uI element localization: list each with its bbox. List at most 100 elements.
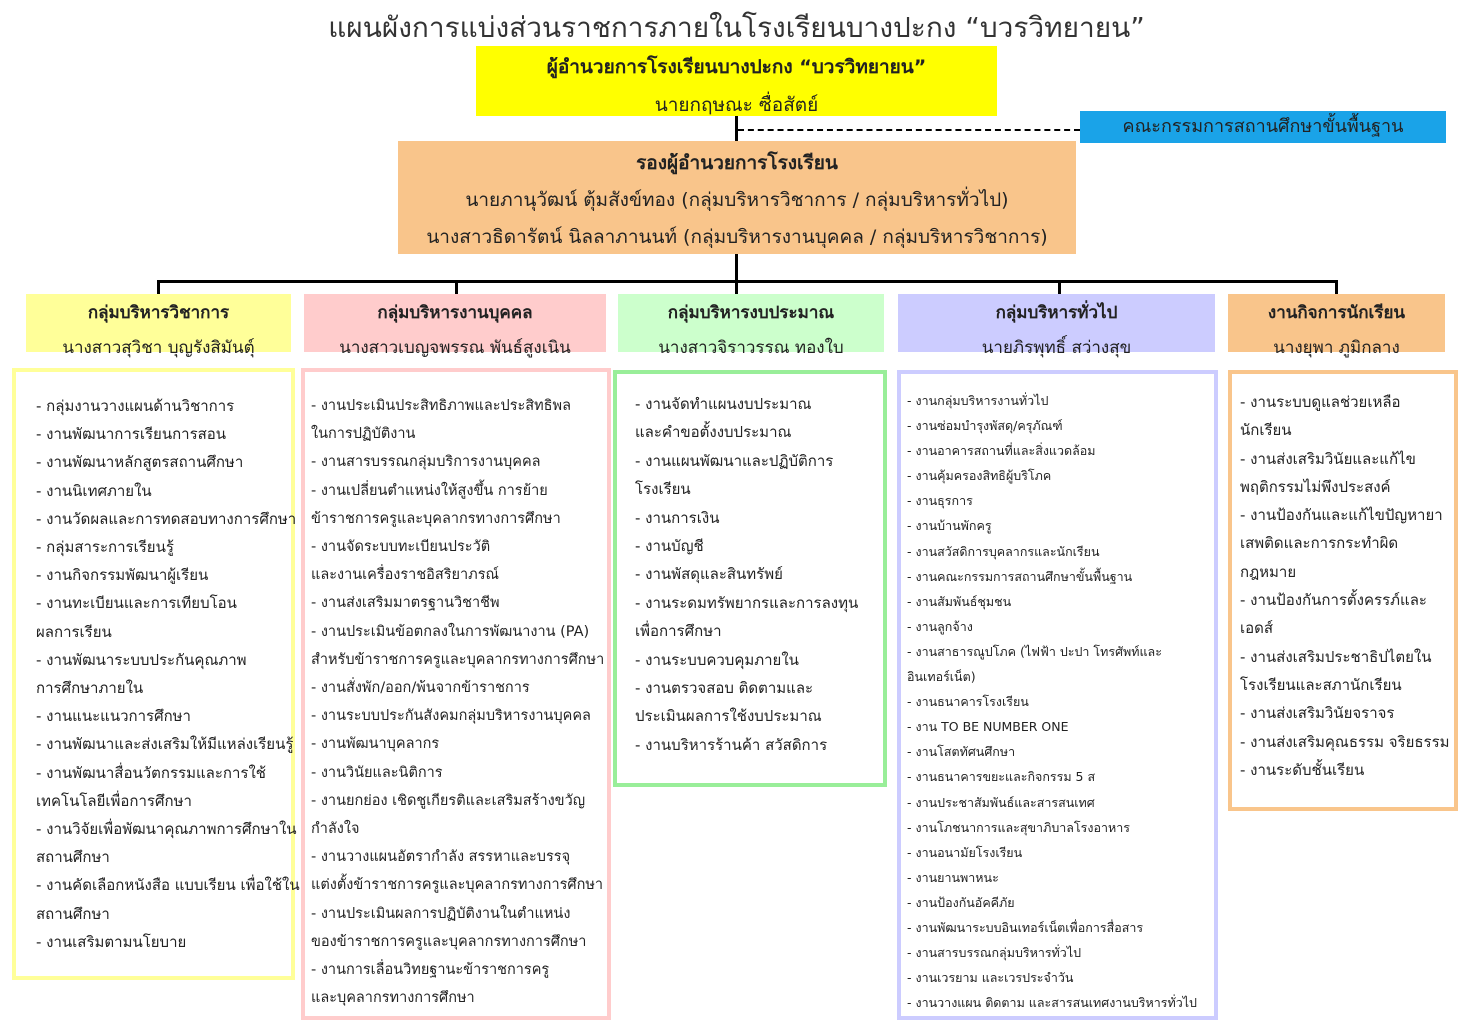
task-list-academic: - กลุ่มงานวางแผนด้านวิชาการ - งานพัฒนาการ…: [36, 392, 300, 956]
task-item: - งานคณะกรรมการสถานศึกษาขั้นพื้นฐาน: [907, 568, 1133, 584]
task-item: - งาน TO BE NUMBER ONE: [907, 719, 1069, 735]
task-item: - งานระบบดูแลช่วยเหลือ: [1240, 393, 1401, 411]
task-item: - งานสาธารณูปโภค (ไฟฟ้า ปะปา โทรศัพท์และ: [907, 643, 1162, 659]
task-item: - งานคุ้มครองสิทธิผู้บริโภค: [907, 468, 1052, 484]
task-item: ในการปฏิบัติงาน: [311, 426, 416, 443]
task-item: - งานนิเทศภายใน: [36, 481, 152, 500]
director-name: นายกฤษณะ ซื่อสัตย์: [654, 94, 819, 116]
task-item: - งานพัฒนาการเรียนการสอน: [36, 425, 227, 444]
task-list-personnel: - งานประเมินประสิทธิภาพและประสิทธิพลในกา…: [311, 392, 607, 1012]
task-item: - งานจัดทำแผนงบประมาณ: [635, 395, 812, 413]
task-item: - งานบริหารร้านค้า สวัสดิการ: [635, 735, 828, 754]
task-item: - งานป้องกันอัคคีภัย: [907, 894, 1015, 910]
task-item: - งานส่งเสริมประชาธิปไตยใน: [1240, 647, 1432, 666]
task-item: - งานโภชนาการและสุขาภิบาลโรงอาหาร: [907, 819, 1130, 835]
task-item: เพื่อการศึกษา: [635, 622, 722, 641]
task-item: - งานกลุ่มบริหารงานทั่วไป: [907, 393, 1049, 408]
task-item: - งานอาคารสถานที่และสิ่งแวดล้อม: [907, 443, 1096, 459]
group-head-person: นางสาวจิราวรรณ ทองใบ: [658, 338, 844, 358]
task-item: - งานพัฒนาหลักสูตรสถานศึกษา: [36, 453, 244, 472]
task-item: - งานเสริมตามนโยบาย: [36, 932, 187, 951]
task-item: โรงเรียน: [635, 480, 691, 499]
task-item: - งานวัดผลและการทดสอบทางการศึกษา: [36, 509, 297, 528]
task-item: - งานป้องกันและแก้ไขปัญหายา: [1240, 506, 1443, 525]
task-item: - งานส่งเสริมมาตรฐานวิชาชีพ: [311, 595, 500, 612]
task-item: - งานพัฒนาระบบประกันคุณภาพ: [36, 650, 247, 669]
task-item: - งานส่งเสริมคุณธรรม จริยธรรม: [1240, 732, 1450, 751]
task-item: - งานอนามัยโรงเรียน: [907, 844, 1023, 860]
task-item: - งานสัมพันธ์ชุมชน: [907, 593, 1012, 609]
task-item: - งานสวัสดิการบุคลากรและนักเรียน: [907, 543, 1100, 559]
group-name: กลุ่มบริหารงานบุคคล: [377, 303, 533, 323]
group-head-general: กลุ่มบริหารทั่วไป นายภิรพุทธิ์ สว่างสุข: [898, 294, 1215, 358]
task-item: - งานการเลื่อนวิทยฐานะข้าราชการครู: [311, 962, 550, 979]
deputy-line-2: นางสาวธิดารัตน์ นิลลาภานนท์ (กลุ่มบริหาร…: [426, 226, 1048, 248]
task-item: ผลการเรียน: [36, 622, 112, 641]
committee-box: คณะกรรมการสถานศึกษาขั้นพื้นฐาน: [1080, 111, 1446, 143]
task-list-budget: - งานจัดทำแผนงบประมาณและคำขอตั้งงบประมาณ…: [635, 390, 883, 759]
task-item: - งานพัฒนาระบบอินเทอร์เน็ตเพื่อการสื่อสา…: [907, 919, 1144, 935]
task-item: และบุคลากรทางการศึกษา: [311, 990, 475, 1007]
group-head-student: งานกิจการนักเรียน นางยุพา ภูมิกลาง: [1228, 294, 1445, 358]
task-item: - งานประชาสัมพันธ์และสารสนเทศ: [907, 794, 1095, 810]
group-head-person: นางยุพา ภูมิกลาง: [1273, 338, 1400, 358]
task-item: - งานพัฒนาและส่งเสริมให้มีแหล่งเรียนรู้: [36, 735, 294, 754]
task-item: การศึกษาภายใน: [36, 679, 144, 698]
group-head-personnel: กลุ่มบริหารงานบุคคล นางสาวเบญจพรรณ พันธ์…: [304, 294, 606, 358]
deputy-title: รองผู้อำนวยการโรงเรียน: [636, 152, 838, 174]
task-item: - งานพัฒนาสื่อนวัตกรรมและการใช้: [36, 763, 266, 782]
deputy-box: รองผู้อำนวยการโรงเรียน นายภานุวัฒน์ ตุ้ม…: [398, 141, 1076, 254]
task-item: นักเรียน: [1240, 421, 1292, 440]
group-head-person: นายภิรพุทธิ์ สว่างสุข: [981, 338, 1132, 358]
task-item: - งานประเมินข้อตกลงในการพัฒนางาน (PA): [311, 623, 590, 640]
task-item: โรงเรียนและสภานักเรียน: [1240, 675, 1402, 694]
group-box-academic: - กลุ่มงานวางแผนด้านวิชาการ - งานพัฒนาการ…: [12, 368, 300, 980]
task-item: - งานกิจกรรมพัฒนาผู้เรียน: [36, 566, 209, 585]
director-box: ผู้อำนวยการโรงเรียนบางปะกง “บวรวิทยายน” …: [476, 46, 997, 116]
group-head-budget: กลุ่มบริหารงบประมาณ นางสาวจิราวรรณ ทองใบ: [618, 294, 884, 358]
task-item: - กลุ่มงานวางแผนด้านวิชาการ: [36, 397, 235, 415]
task-item: - งานป้องกันการตั้งครรภ์และ: [1240, 591, 1427, 610]
task-item: - งานประเมินผลการปฏิบัติงานในตำแหน่ง: [311, 905, 571, 922]
task-item: - งานพัฒนาบุคลากร: [311, 736, 440, 753]
director-title: ผู้อำนวยการโรงเรียนบางปะกง “บวรวิทยายน”: [546, 56, 927, 78]
task-item: - งานส่งเสริมวินัยจราจร: [1240, 704, 1395, 723]
connector-deputy-bus: [735, 254, 738, 282]
task-item: - กลุ่มสาระการเรียนรู้: [36, 538, 174, 557]
task-item: - งานวินัยและนิติการ: [311, 764, 443, 781]
task-item: - งานแนะแนวการศึกษา: [36, 707, 191, 726]
task-item: - งานเปลี่ยนตำแหน่งให้สูงขึ้น การย้าย: [311, 482, 548, 499]
task-item: กำลังใจ: [311, 821, 360, 838]
task-item: - งานประเมินประสิทธิภาพและประสิทธิพล: [311, 398, 571, 414]
task-item: ของข้าราชการครูและบุคลากรทางการศึกษา: [311, 933, 587, 950]
task-item: - งานแผนพัฒนาและปฏิบัติการ: [635, 451, 834, 470]
deputy-line-1: นายภานุวัฒน์ ตุ้มสังข์ทอง (กลุ่มบริหารวิ…: [465, 189, 1009, 211]
group-head-person: นางสาวเบญจพรรณ พันธ์สูงเนิน: [339, 338, 571, 358]
connector-drop-student: [1335, 280, 1338, 294]
connector-drop-general: [1058, 280, 1061, 294]
task-item: - งานระดมทรัพยากรและการลงทุน: [635, 593, 859, 612]
group-name: งานกิจการนักเรียน: [1267, 303, 1406, 323]
group-name: กลุ่มบริหารงบประมาณ: [667, 303, 835, 323]
task-item: พฤติกรรมไม่พึงประสงค์: [1240, 477, 1391, 496]
task-item: - งานจัดระบบทะเบียนประวัติ: [311, 539, 491, 556]
group-name: กลุ่มบริหารทั่วไป: [995, 303, 1118, 323]
connector-director-deputy: [735, 116, 738, 141]
task-item: อินเทอร์เน็ต): [907, 669, 976, 685]
group-box-budget: - งานจัดทำแผนงบประมาณและคำขอตั้งงบประมาณ…: [613, 370, 887, 787]
task-item: ประเมินผลการใช้งบประมาณ: [635, 707, 822, 726]
task-item: - งานระบบประกันสังคมกลุ่มบริหารงานบุคคล: [311, 708, 591, 725]
group-head-person: นางสาวสุวิชา บุญรังสิมันตุ์: [62, 338, 255, 358]
connector-bus: [157, 280, 1338, 283]
task-list-student: - งานระบบดูแลช่วยเหลือนักเรียน - งานส่งเส…: [1240, 388, 1454, 784]
connector-drop-personnel: [455, 280, 458, 294]
group-box-general: - งานกลุ่มบริหารงานทั่วไป - งานซ่อมบำรุงพ…: [897, 370, 1218, 1020]
task-item: - งานส่งเสริมวินัยและแก้ไข: [1240, 449, 1416, 468]
task-item: กฎหมาย: [1240, 562, 1297, 581]
task-item: - งานซ่อมบำรุงพัสดุ/ครุภัณฑ์: [907, 418, 1063, 434]
group-head-academic: กลุ่มบริหารวิชาการ นางสาวสุวิชา บุญรังสิ…: [26, 294, 291, 358]
task-item: - งานวิจัยเพื่อพัฒนาคุณภาพการศึกษาใน: [36, 820, 297, 839]
group-box-personnel: - งานประเมินประสิทธิภาพและประสิทธิพลในกา…: [301, 368, 611, 1020]
task-item: เทคโนโลยีเพื่อการศึกษา: [36, 791, 192, 810]
task-item: สถานศึกษา: [36, 904, 110, 923]
